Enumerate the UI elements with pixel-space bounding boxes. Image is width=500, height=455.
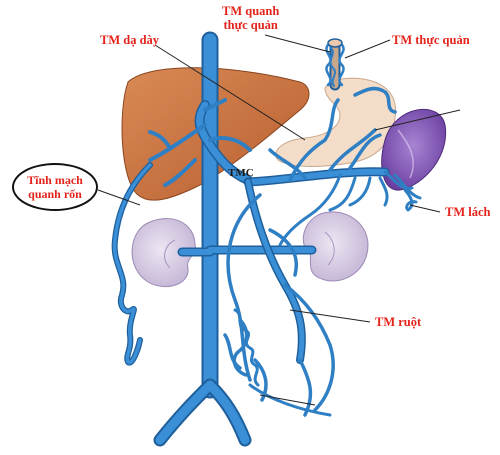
left-kidney	[131, 218, 196, 287]
label-splenic-text: TM lách	[445, 205, 491, 219]
label-mesenteric-vein: TM ruột	[375, 315, 421, 329]
label-esophageal-vein: TM thực quản	[392, 33, 470, 47]
label-perigastric-text: TM quanh thực quản	[222, 4, 280, 32]
label-paraumbilical-text: Tĩnh mạch quanh rốn	[27, 173, 83, 201]
label-perigastric-veins: TM quanh thực quản	[222, 4, 279, 32]
label-portal-text: TMC	[228, 167, 254, 179]
veins	[111, 31, 422, 447]
label-portal-vein: TMC	[228, 166, 254, 180]
label-esophageal-text: TM thực quản	[392, 33, 470, 47]
label-gastric-text: TM dạ dày	[100, 33, 160, 47]
label-mesenteric-text: TM ruột	[375, 315, 422, 329]
leader-lines	[97, 34, 461, 406]
right-kidney	[302, 211, 369, 282]
label-splenic-vein: TM lách	[445, 205, 490, 219]
spleen	[381, 109, 447, 191]
label-gastric-vein: TM dạ dày	[100, 33, 159, 47]
label-paraumbilical-vein: Tĩnh mạch quanh rốn	[12, 163, 98, 211]
